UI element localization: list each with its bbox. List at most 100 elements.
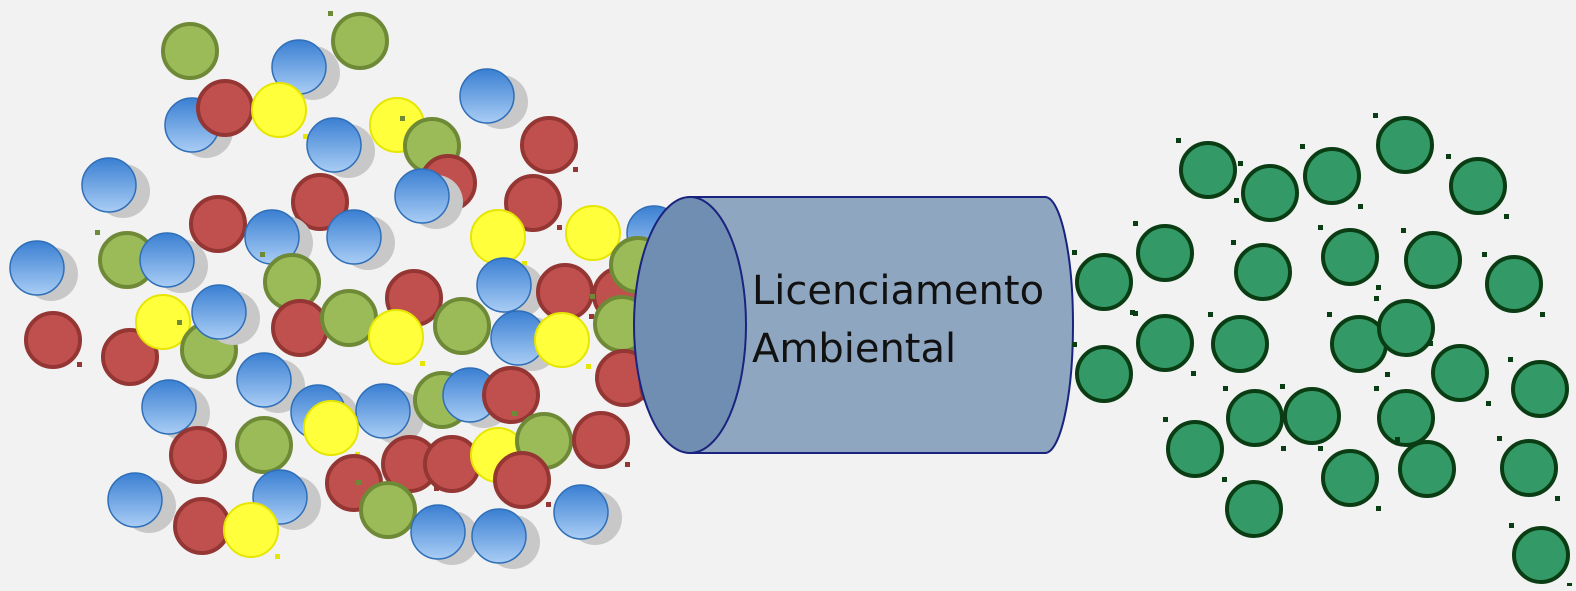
- yellow-ball-icon: [534, 312, 590, 368]
- light-green-ball-icon: [320, 289, 378, 347]
- yellow-ball-icon: [470, 209, 526, 265]
- handle-marker: [573, 167, 578, 172]
- dark-green-ball-icon: [1398, 440, 1456, 498]
- dark-green-ball-icon: [1485, 255, 1543, 313]
- handle-marker: [1446, 154, 1451, 159]
- blue-ball-icon: [326, 209, 382, 265]
- handle-marker: [260, 252, 265, 257]
- dark-green-ball-icon: [1136, 224, 1194, 282]
- blue-ball-icon: [236, 352, 292, 408]
- blue-ball-icon: [81, 157, 137, 213]
- handle-marker: [1072, 342, 1077, 347]
- handle-marker: [1358, 204, 1363, 209]
- handle-marker: [557, 225, 562, 230]
- dark-green-ball-icon: [1234, 243, 1292, 301]
- handle-marker: [303, 134, 308, 139]
- light-green-ball-icon: [235, 416, 293, 474]
- blue-ball-icon: [139, 232, 195, 288]
- yellow-ball-icon: [251, 82, 307, 138]
- label-line-2: Ambiental: [752, 326, 957, 372]
- dark-green-ball-icon: [1283, 387, 1341, 445]
- light-green-ball-icon: [331, 12, 389, 70]
- handle-marker: [1374, 296, 1379, 301]
- red-ball-icon: [572, 411, 630, 469]
- handle-marker: [1376, 506, 1381, 511]
- handle-marker: [590, 294, 595, 299]
- handle-marker: [1318, 225, 1323, 230]
- handle-marker: [400, 116, 405, 121]
- dark-green-ball-icon: [1431, 344, 1489, 402]
- handle-marker: [1231, 240, 1236, 245]
- blue-ball-icon: [459, 68, 515, 124]
- handle-marker: [1072, 250, 1077, 255]
- red-ball-icon: [482, 366, 540, 424]
- dark-green-ball-icon: [1075, 253, 1133, 311]
- handle-marker: [625, 462, 630, 467]
- handle-marker: [1395, 437, 1400, 442]
- dark-green-ball-icon: [1377, 299, 1435, 357]
- red-ball-icon: [173, 497, 231, 555]
- dark-green-ball-icon: [1166, 420, 1224, 478]
- handle-marker: [1555, 496, 1560, 501]
- blue-ball-icon: [9, 240, 65, 296]
- handle-marker: [1385, 372, 1390, 377]
- red-ball-icon: [271, 299, 329, 357]
- handle-marker: [546, 502, 551, 507]
- handle-marker: [589, 314, 594, 319]
- handle-marker: [356, 480, 361, 485]
- handle-marker: [1508, 357, 1513, 362]
- handle-marker: [1497, 436, 1502, 441]
- handle-marker: [1300, 144, 1305, 149]
- dark-green-ball-icon: [1179, 141, 1237, 199]
- handle-marker: [1374, 386, 1379, 391]
- dark-green-ball-icon: [1075, 345, 1133, 403]
- blue-ball-icon: [476, 257, 532, 313]
- blue-ball-icon: [107, 472, 163, 528]
- dark-green-ball-icon: [1511, 360, 1569, 418]
- red-ball-icon: [169, 426, 227, 484]
- handle-marker: [1238, 161, 1243, 166]
- yellow-ball-icon: [565, 205, 621, 261]
- red-ball-icon: [536, 263, 594, 321]
- blue-ball-icon: [141, 379, 197, 435]
- handle-marker: [1376, 285, 1381, 290]
- dark-green-ball-icon: [1376, 116, 1434, 174]
- handle-marker: [1428, 341, 1433, 346]
- red-ball-icon: [423, 435, 481, 493]
- handle-marker: [95, 230, 100, 235]
- funnel-label: Licenciamento Ambiental: [752, 262, 1044, 378]
- handle-marker: [1223, 386, 1228, 391]
- handle-marker: [1486, 401, 1491, 406]
- red-ball-icon: [101, 328, 159, 386]
- handle-marker: [1191, 371, 1196, 376]
- dark-green-ball-icon: [1303, 147, 1361, 205]
- red-ball-icon: [504, 174, 562, 232]
- processed-particles: [1072, 113, 1572, 588]
- handle-marker: [1373, 113, 1378, 118]
- blue-ball-icon: [191, 284, 247, 340]
- blue-ball-icon: [471, 508, 527, 564]
- handle-marker: [1130, 310, 1135, 315]
- handle-marker: [522, 261, 527, 266]
- dark-green-ball-icon: [1225, 480, 1283, 538]
- dark-green-ball-icon: [1449, 157, 1507, 215]
- red-ball-icon: [24, 311, 82, 369]
- handle-marker: [1133, 221, 1138, 226]
- red-ball-icon: [196, 79, 254, 137]
- blue-ball-icon: [306, 117, 362, 173]
- dark-green-ball-icon: [1136, 314, 1194, 372]
- blue-ball-icon: [553, 484, 609, 540]
- handle-marker: [1280, 384, 1285, 389]
- handle-marker: [1281, 446, 1286, 451]
- dark-green-ball-icon: [1321, 449, 1379, 507]
- handle-marker: [177, 320, 182, 325]
- handle-marker: [1540, 312, 1545, 317]
- handle-marker: [420, 361, 425, 366]
- blue-ball-icon: [355, 383, 411, 439]
- handle-marker: [1208, 312, 1213, 317]
- blue-ball-icon: [394, 168, 450, 224]
- dark-green-ball-icon: [1241, 164, 1299, 222]
- red-ball-icon: [520, 116, 578, 174]
- handle-marker: [275, 554, 280, 559]
